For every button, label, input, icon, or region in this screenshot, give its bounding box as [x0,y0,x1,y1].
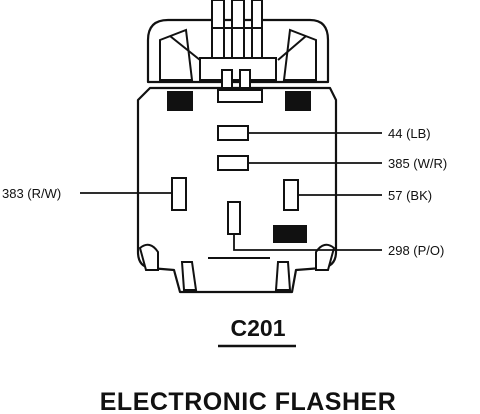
cavity-pin1 [217,125,249,141]
cavity-pin5 [171,177,187,211]
cavity-pin3 [283,179,299,211]
cavity-filled [273,225,307,243]
label-pin5: 383 (R/W) [2,186,61,201]
connector-id: C201 [231,315,286,341]
label-pin2: 385 (W/R) [388,156,447,171]
label-pin1: 44 (LB) [388,126,431,141]
diagram-title: ELECTRONIC FLASHER [100,388,397,414]
label-pin4: 298 (P/O) [388,243,444,258]
housing-tabs [138,243,336,291]
label-pin3: 57 (BK) [388,188,432,203]
cavity-pin4 [227,201,241,235]
leader-lines [80,132,382,251]
leader-pin4 [233,234,382,251]
terminal-cavities [171,125,307,243]
cavity-pin2 [217,155,249,171]
latch-detail [159,0,317,111]
